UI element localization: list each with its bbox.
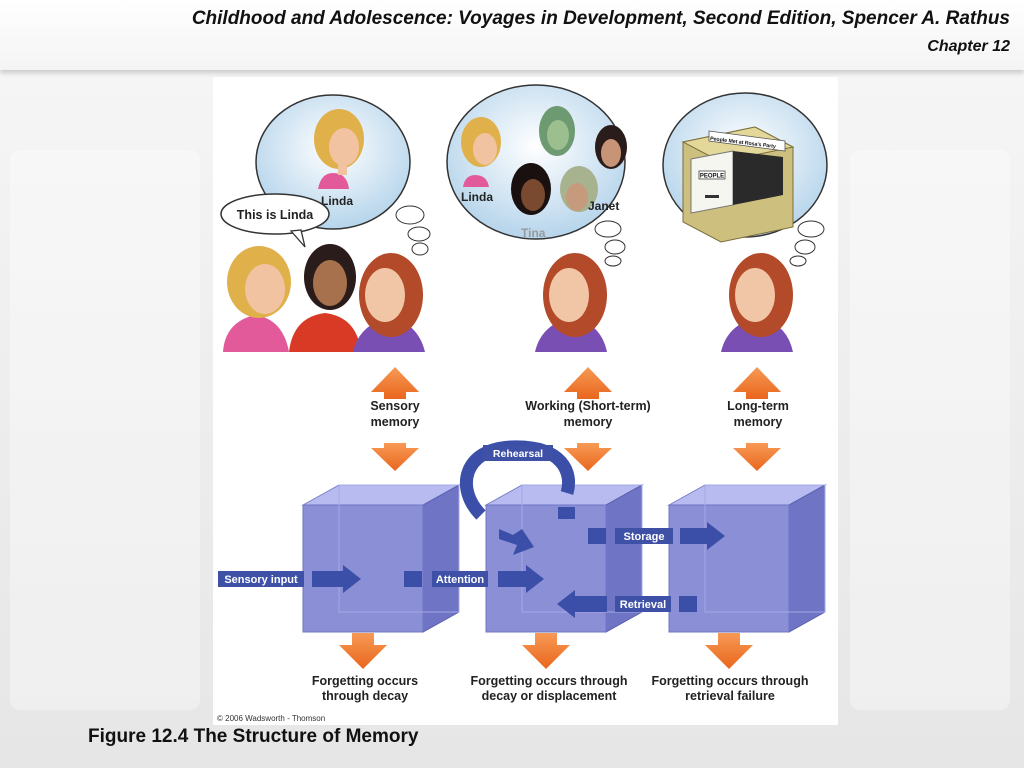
woman-portrait-middle	[535, 253, 607, 352]
up-arrows	[371, 367, 781, 399]
forgetting-working-line1: Forgetting occurs through	[471, 674, 628, 688]
janet-portrait	[560, 166, 598, 212]
memory-structure-figure: Linda This is Linda	[213, 77, 838, 725]
forgetting-labels: Forgetting occurs through decay Forgetti…	[312, 674, 809, 703]
stage-longterm-line2: memory	[734, 415, 783, 429]
linda-portrait-tiny	[461, 117, 501, 187]
down-arrows-top	[371, 443, 781, 471]
people-group-left	[223, 244, 425, 352]
drawer-label: PEOPLE	[700, 174, 724, 180]
forgetting-working-line2: decay or displacement	[482, 689, 618, 703]
forgetting-sensory-line1: Forgetting occurs	[312, 674, 418, 688]
chapter-label: Chapter 12	[927, 38, 1010, 55]
book-title: Childhood and Adolescence: Voyages in De…	[191, 8, 1010, 29]
slide-header: Childhood and Adolescence: Voyages in De…	[0, 0, 1024, 70]
thought2-name-linda: Linda	[461, 190, 493, 204]
forgetting-longterm-line2: retrieval failure	[685, 689, 775, 703]
memory-diagram: Linda This is Linda	[217, 84, 828, 723]
woman-portrait-top	[539, 106, 575, 156]
thought2-name-janet: Janet	[588, 199, 619, 213]
stage-working-line1: Working (Short-term)	[525, 399, 650, 413]
file-cabinet-icon: PEOPLE People Met at Rosa's Party	[681, 126, 795, 243]
stage-sensory-line1: Sensory	[370, 399, 419, 413]
down-arrows-bottom	[339, 633, 753, 669]
rehearsal-label-box	[483, 445, 553, 461]
speech-bubble: This is Linda	[220, 193, 330, 248]
sensory-input-label: Sensory input	[224, 574, 298, 586]
thought-bubble-3: PEOPLE People Met at Rosa's Party	[662, 92, 828, 267]
rehearsal-loop-arrow: Rehearsal	[460, 440, 576, 520]
forgetting-longterm-line1: Forgetting occurs through	[652, 674, 809, 688]
thought2-name-tina: Tina	[521, 226, 546, 240]
thought-bubble-2: Linda Janet Tina	[446, 84, 627, 267]
cube-sensory	[301, 484, 461, 633]
attention-label: Attention	[436, 574, 485, 586]
stage-longterm-line1: Long-term	[727, 399, 789, 413]
speech-bubble-text: This is Linda	[237, 208, 314, 222]
attention-arrow: Attention	[404, 565, 544, 593]
tina-portrait	[511, 163, 551, 215]
stage-sensory-line2: memory	[371, 415, 420, 429]
figure-caption: Figure 12.4 The Structure of Memory	[88, 726, 419, 747]
storage-label: Storage	[624, 531, 665, 543]
background-panel-left	[10, 150, 200, 710]
stage-working-line2: memory	[564, 415, 613, 429]
forgetting-sensory-line2: through decay	[322, 689, 408, 703]
thought1-name: Linda	[321, 194, 353, 208]
rehearsal-label: Rehearsal	[493, 448, 543, 460]
copyright-text: © 2006 Wadsworth - Thomson	[217, 714, 325, 723]
retrieval-label: Retrieval	[620, 599, 666, 611]
linda-portrait-small	[314, 109, 364, 189]
background-panel-right	[850, 150, 1010, 710]
stage-labels: Sensory memory Working (Short-term) memo…	[370, 399, 789, 429]
retrieval-arrow: Retrieval	[557, 590, 697, 618]
rehearsal-entry-arrow	[499, 529, 534, 555]
sensory-input-arrow: Sensory input	[218, 565, 361, 593]
woman-portrait-right-main	[721, 253, 793, 352]
woman-portrait-right	[595, 125, 627, 169]
storage-arrow: Storage	[588, 522, 725, 550]
